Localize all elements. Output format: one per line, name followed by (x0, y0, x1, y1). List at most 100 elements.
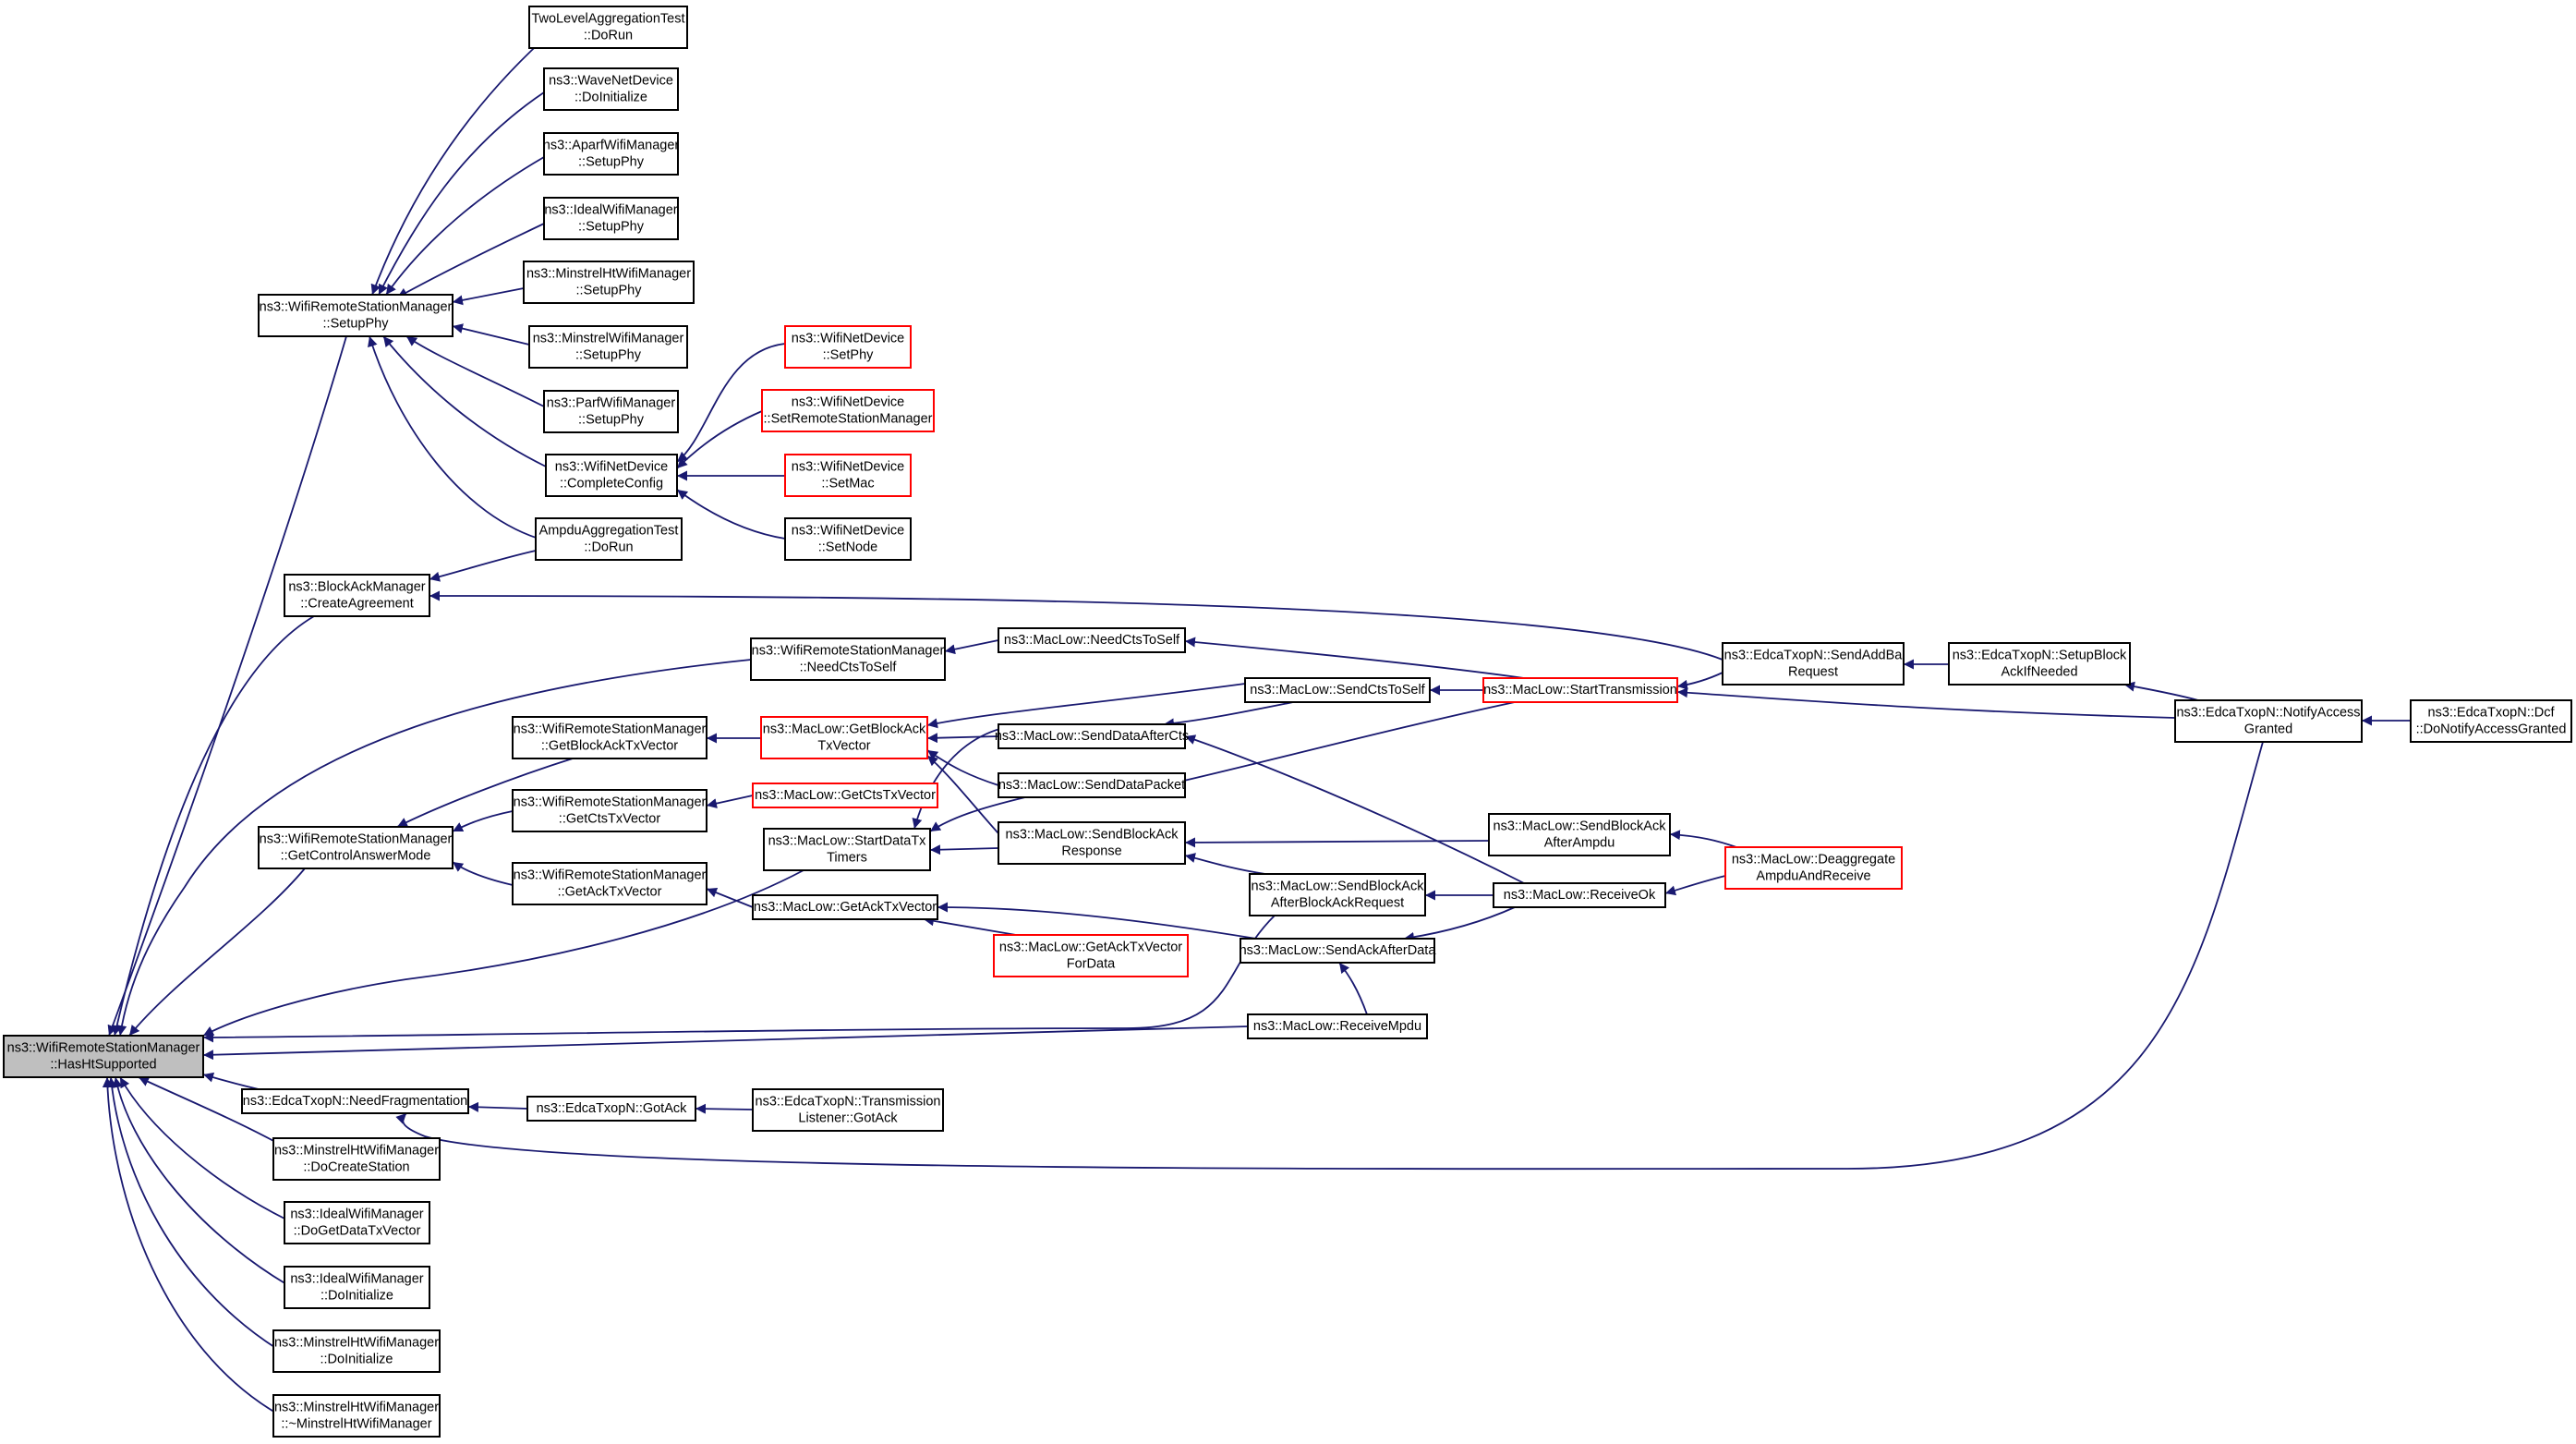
node-label: ns3::WifiRemoteStationManager (260, 300, 453, 315)
node-setupphy[interactable]: ns3::WifiRemoteStationManager::SetupPhy (258, 294, 454, 337)
node-box (998, 723, 1186, 749)
edge-receiveok-to-sendackafterdata (1403, 906, 1516, 942)
node-label: AmpduAndReceive (1756, 869, 1870, 884)
node-receivempdu[interactable]: ns3::MacLow::ReceiveMpdu (1247, 1013, 1428, 1039)
node-aparf[interactable]: ns3::AparfWifiManager::SetupPhy (543, 132, 680, 176)
edge-sendackafterdata-to-getacktx_ml (937, 902, 1257, 940)
edge-getacktxfordata-to-getacktx_ml (923, 916, 1017, 936)
node-needcts_rsm[interactable]: ns3::WifiRemoteStationManager::NeedCtsTo… (750, 637, 946, 681)
node-box (535, 517, 683, 561)
node-getacktx_rsm[interactable]: ns3::WifiRemoteStationManager::GetAckTxV… (512, 862, 707, 905)
node-box (2174, 699, 2363, 743)
node-getacktx_ml[interactable]: ns3::MacLow::GetAckTxVector (752, 894, 938, 920)
node-parfsetup[interactable]: ns3::ParfWifiManager::SetupPhy (543, 390, 679, 433)
node-label: ns3::WifiNetDevice (792, 460, 904, 475)
node-label: ::DoRun (584, 29, 633, 43)
edge-setupphy-to-root (107, 335, 347, 1037)
node-label: AfterBlockAckRequest (1271, 896, 1404, 911)
node-ampdutest[interactable]: AmpduAggregationTest::DoRun (535, 517, 683, 561)
node-label: Timers (827, 851, 867, 866)
edge-receivempdu-to-root (202, 1025, 1249, 1061)
node-label: ::DoInitialize (320, 1289, 393, 1304)
node-ideal_doinit[interactable]: ns3::IdealWifiManager::DoInitialize (284, 1266, 430, 1309)
node-box (1244, 677, 1431, 703)
node-label: ns3::EdcaTxopN::NotifyAccess (2176, 706, 2360, 721)
node-label: ns3::WifiNetDevice (792, 395, 904, 410)
node-getblockacktx_ml[interactable]: ns3::MacLow::GetBlockAckTxVector (760, 716, 928, 759)
node-setrsm[interactable]: ns3::WifiNetDevice::SetRemoteStationMana… (761, 389, 935, 432)
node-label: ::CreateAgreement (300, 597, 414, 612)
node-label: ::SetupPhy (578, 413, 645, 428)
node-label: ::SetRemoteStationManager (764, 412, 933, 427)
node-createagreement[interactable]: ns3::BlockAckManager::CreateAgreement (284, 574, 430, 617)
node-completeconfig[interactable]: ns3::WifiNetDevice::CompleteConfig (545, 454, 678, 497)
node-label: ::SetPhy (823, 348, 875, 363)
node-twolevel[interactable]: TwoLevelAggregationTest::DoRun (528, 6, 688, 49)
node-receiveok[interactable]: ns3::MacLow::ReceiveOk (1493, 882, 1666, 908)
node-needcts_ml[interactable]: ns3::MacLow::NeedCtsToSelf (998, 627, 1186, 653)
node-label: ::HasHtSupported (50, 1058, 156, 1073)
node-minstrelht_docreate[interactable]: ns3::MinstrelHtWifiManager::DoCreateStat… (272, 1137, 441, 1181)
node-sendackafterdata[interactable]: ns3::MacLow::SendAckAfterData (1240, 938, 1437, 964)
node-getctstx_ml[interactable]: ns3::MacLow::GetCtsTxVector (752, 783, 938, 808)
node-box (258, 826, 454, 869)
edge-sendaddba-to-starttransmission (1676, 672, 1723, 690)
node-setnode[interactable]: ns3::WifiNetDevice::SetNode (784, 517, 912, 561)
node-label: ns3::MacLow::Deaggregate (1732, 853, 1895, 868)
node-box (545, 454, 678, 497)
node-box (512, 789, 707, 832)
node-senddatapacket[interactable]: ns3::MacLow::SendDataPacket (998, 772, 1186, 798)
edge-senddataaftercts-to-getblockacktx_ml (926, 733, 999, 744)
node-label: ::SetupPhy (575, 348, 642, 363)
node-label: ns3::MacLow::ReceiveOk (1504, 888, 1656, 903)
node-label: ns3::MacLow::GetCtsTxVector (755, 788, 936, 803)
node-getctstx_rsm[interactable]: ns3::WifiRemoteStationManager::GetCtsTxV… (512, 789, 707, 832)
node-getcontrolanswermode[interactable]: ns3::WifiRemoteStationManager::GetContro… (258, 826, 454, 869)
node-label: ::~MinstrelHtWifiManager (281, 1417, 431, 1432)
edge-deaggregate-to-sendblockackafterampdu (1669, 830, 1737, 848)
node-sendctstoself[interactable]: ns3::MacLow::SendCtsToSelf (1244, 677, 1431, 703)
node-gotack[interactable]: ns3::EdcaTxopN::GotAck (526, 1096, 696, 1122)
node-translistener[interactable]: ns3::EdcaTxopN::TransmissionListener::Go… (752, 1088, 944, 1132)
node-dcfnotify[interactable]: ns3::EdcaTxopN::Dcf::DoNotifyAccessGrant… (2410, 699, 2572, 743)
node-setmac[interactable]: ns3::WifiNetDevice::SetMac (784, 454, 912, 497)
node-box (998, 772, 1186, 798)
node-idealsetup[interactable]: ns3::IdealWifiManager::SetupPhy (543, 197, 679, 240)
node-getblockacktx_rsm[interactable]: ns3::WifiRemoteStationManager::GetBlockA… (512, 716, 707, 759)
node-minstrelht_doinit[interactable]: ns3::MinstrelHtWifiManager::DoInitialize (272, 1329, 441, 1373)
node-box (1722, 642, 1905, 686)
node-minstrelsetup[interactable]: ns3::MinstrelWifiManager::SetupPhy (528, 325, 688, 369)
node-ideal_dogetdata[interactable]: ns3::IdealWifiManager::DoGetDataTxVector (284, 1201, 430, 1244)
node-label: ns3::MacLow::StartTransmission (1483, 683, 1677, 698)
edge-sendblockackresp-to-startdatatx (929, 844, 999, 855)
node-root[interactable]: ns3::WifiRemoteStationManager::HasHtSupp… (3, 1035, 204, 1078)
node-label: ::DoRun (584, 540, 633, 555)
node-box (998, 627, 1186, 653)
node-sendblockackafterreq[interactable]: ns3::MacLow::SendBlockAckAfterBlockAckRe… (1249, 873, 1426, 916)
node-senddataaftercts[interactable]: ns3::MacLow::SendDataAfterCts (995, 723, 1189, 749)
node-label: ns3::MacLow::GetAckTxVector (754, 900, 937, 915)
node-label: AmpduAggregationTest (539, 524, 679, 539)
node-minstrelht_dtor[interactable]: ns3::MinstrelHtWifiManager::~MinstrelHtW… (272, 1394, 441, 1438)
node-notifyaccess[interactable]: ns3::EdcaTxopN::NotifyAccessGranted (2174, 699, 2363, 743)
edge-createagreement-to-root (112, 615, 315, 1037)
node-starttransmission[interactable]: ns3::MacLow::StartTransmission (1482, 677, 1678, 703)
node-box (528, 325, 688, 369)
node-label: ns3::MinstrelHtWifiManager (526, 267, 691, 282)
edge-notifyaccess-to-needfrag (395, 741, 2264, 1171)
node-minstrelhtsetup[interactable]: ns3::MinstrelHtWifiManager::SetupPhy (523, 261, 695, 304)
node-wavenet[interactable]: ns3::WaveNetDevice::DoInitialize (543, 67, 679, 111)
edge-sendblockackafterreq-to-sendblockackresp (1184, 853, 1266, 875)
node-setphy[interactable]: ns3::WifiNetDevice::SetPhy (784, 325, 912, 369)
edge-sendctstoself-to-senddataaftercts (1163, 701, 1294, 729)
node-needfrag[interactable]: ns3::EdcaTxopN::NeedFragmentation (241, 1088, 469, 1114)
node-label: ::GetBlockAckTxVector (541, 739, 678, 754)
node-box (761, 389, 935, 432)
